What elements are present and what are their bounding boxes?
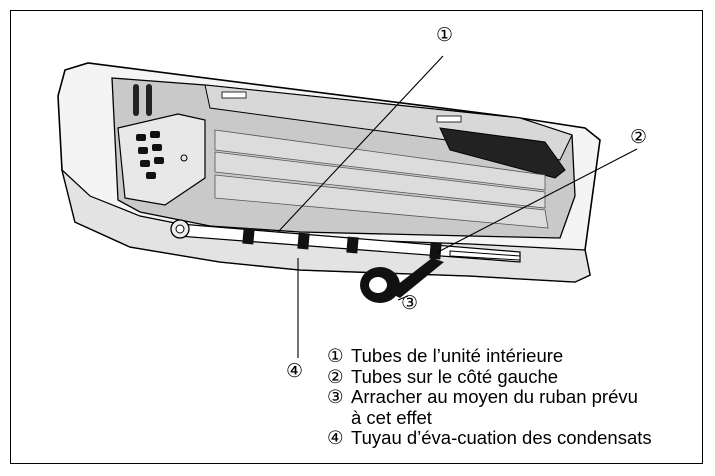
legend-text: Arracher au moyen du ruban prévu	[351, 386, 638, 407]
heat-exchanger	[439, 127, 566, 179]
tape-strip	[388, 258, 444, 298]
legend-num: ②	[327, 365, 344, 387]
legend-item-3: ③ Arracher au moyen du ruban prévu	[327, 386, 652, 408]
leader-1	[277, 55, 444, 233]
legend-item-1: ① Tubes de l’unité intérieure	[327, 345, 652, 367]
legend-num: ③	[327, 386, 344, 407]
legend-text: Tubes sur le côté gauche	[351, 365, 559, 387]
legend-item-4: ④ Tuyau d’éva-cuation des condensats	[327, 427, 652, 449]
legend-item-2: ② Tubes sur le côté gauche	[327, 365, 652, 388]
callout-1: ①	[436, 25, 454, 46]
legend-num: ④	[327, 427, 344, 448]
callout-2: ②	[630, 127, 648, 148]
callout-3: ③	[401, 293, 419, 314]
legend-text: Tuyau d’éva-cuation des condensats	[351, 427, 652, 448]
leader-3	[397, 295, 409, 301]
leader-2	[437, 148, 638, 253]
legend-item-3-continuation: à cet effet	[327, 406, 652, 429]
legend-text-continuation: à cet effet	[351, 406, 432, 428]
legend-text: Tubes de l’unité intérieure	[351, 345, 564, 366]
legend: ① Tubes de l’unité intérieure ② Tubes su…	[327, 345, 652, 449]
legend-num: ①	[327, 345, 344, 366]
callout-4: ④	[286, 361, 304, 382]
